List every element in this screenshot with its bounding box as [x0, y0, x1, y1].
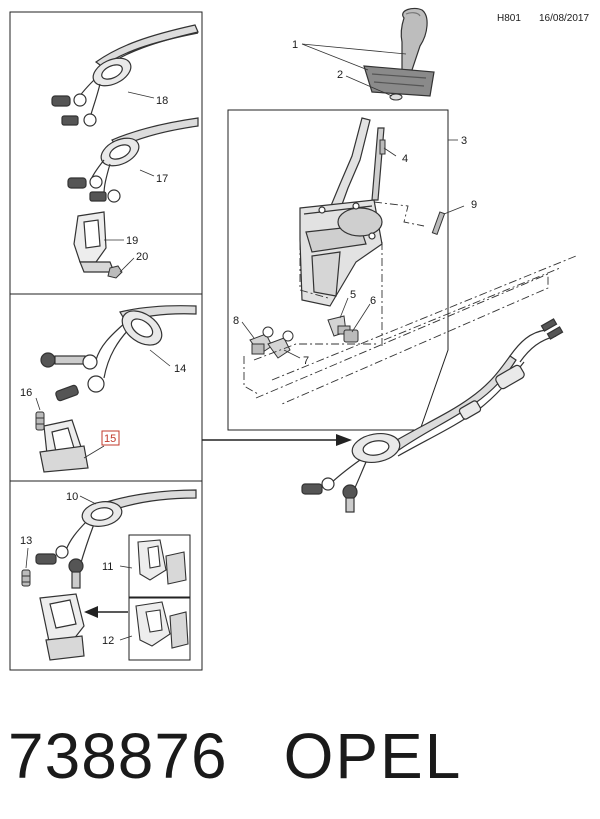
diagram-date: 16/08/2017: [539, 13, 589, 24]
parts-diagram: H801 16/08/2017: [9, 7, 589, 671]
middle-left-leaders: [35, 349, 171, 459]
inset-11-detail: [137, 539, 187, 585]
callout-11: 11: [102, 561, 113, 573]
callout-1: 1: [292, 39, 298, 51]
callout-14: 14: [174, 363, 186, 375]
retainer-2: [389, 93, 403, 101]
cable-assembly-main: [301, 318, 564, 513]
callout-7: 7: [303, 355, 309, 367]
shifter-frame: [227, 109, 449, 431]
inset-pointer-arrow: [84, 606, 128, 618]
bushing-8: [249, 326, 274, 355]
bracket-19: [73, 211, 115, 273]
callout-16: 16: [20, 387, 32, 399]
callout-12: 12: [102, 635, 114, 647]
assembly-guide-lines: [243, 201, 577, 405]
callout-15: 15: [104, 433, 116, 445]
callout-10: 10: [66, 491, 78, 503]
panel-lower-left: [9, 480, 203, 671]
callout-4: 4: [402, 153, 408, 165]
lower-left-leaders: [25, 495, 133, 641]
inset-12-detail: [135, 601, 189, 649]
part-number: 738876: [8, 720, 228, 792]
callout-6: 6: [370, 295, 376, 307]
pin-4: [379, 139, 386, 155]
callout-labels: 1 2 3 4 5 6 7 8 9 10 11 12 13 14 15 16 1…: [20, 39, 477, 647]
callout-17: 17: [156, 173, 168, 185]
clip-6: [343, 329, 359, 343]
cable-assembly-18: [51, 24, 199, 127]
callout-5: 5: [350, 289, 356, 301]
panel-middle-left: [9, 293, 203, 482]
screw-16: [35, 411, 45, 431]
brand-name: OPEL: [283, 720, 463, 792]
cable-assembly-14: [40, 305, 197, 402]
callout-13: 13: [20, 535, 32, 547]
assembly-pointer-arrow: [202, 434, 352, 446]
callout-19: 19: [126, 235, 138, 247]
main-leaders: [241, 43, 465, 359]
footer: 738876 OPEL: [8, 716, 592, 796]
inset-12: [128, 597, 191, 661]
inset-11: [128, 534, 191, 598]
callout-9: 9: [471, 199, 477, 211]
diagram-code: H801: [497, 13, 521, 24]
nut-20: [107, 265, 123, 279]
cable-assembly-17: [67, 117, 199, 203]
shift-knob-1: [363, 7, 435, 97]
bracket-15: [39, 419, 89, 473]
screw-9: [431, 211, 446, 236]
callout-18: 18: [156, 95, 168, 107]
callout-3: 3: [461, 135, 467, 147]
bracket-12-assembly: [39, 593, 85, 661]
callout-15-box: [101, 430, 120, 446]
bushing-7: [267, 330, 294, 359]
callout-2: 2: [337, 69, 343, 81]
callout-20: 20: [136, 251, 148, 263]
upper-left-leaders: [104, 91, 155, 273]
screw-13: [21, 569, 31, 587]
cable-assembly-10: [35, 489, 197, 589]
callout-8: 8: [233, 315, 239, 327]
shift-lever-3: [299, 117, 385, 307]
